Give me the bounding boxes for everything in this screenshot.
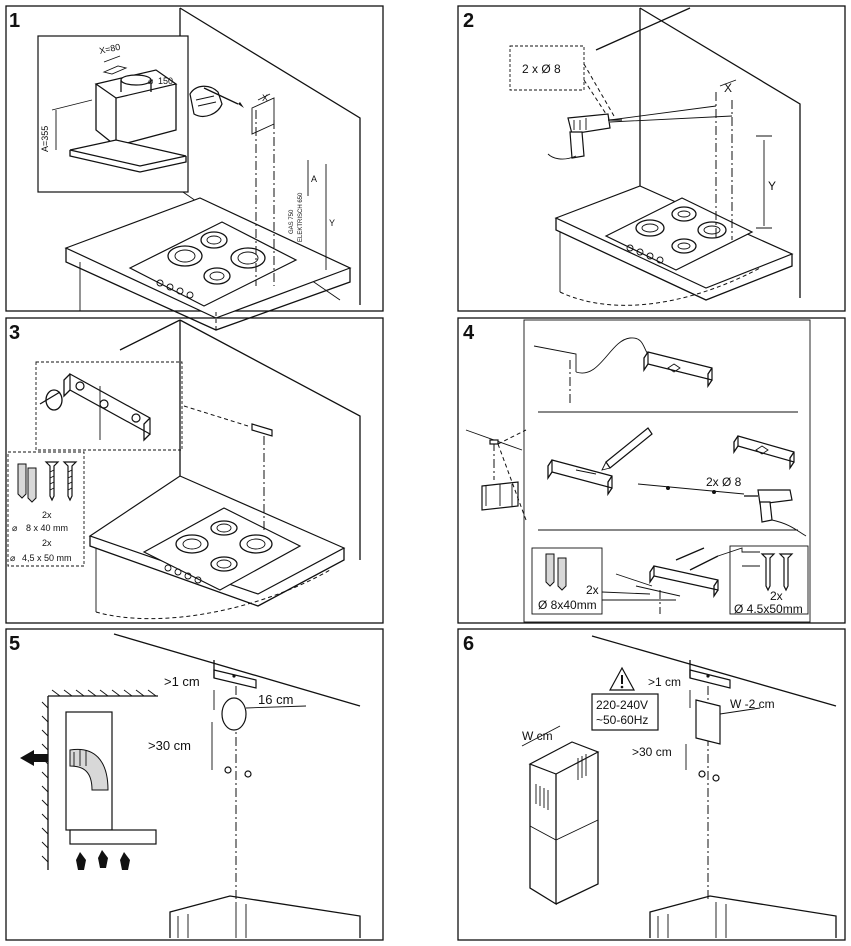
drill-icon [744, 489, 807, 537]
panel-5-lower-marks [211, 722, 252, 778]
panel-6-label-gap-top: >1 cm [648, 675, 681, 689]
panel-2-label-y: Y [768, 179, 776, 193]
panel-4-label-qty-left: 2x [586, 583, 599, 597]
panel-5-bracket [213, 660, 257, 710]
panel-5-label-gap-bottom: >30 cm [148, 738, 191, 753]
diameter-icon: ⌀ [148, 76, 154, 86]
panel-4-frame [457, 317, 846, 624]
panel-1-number: 1 [9, 10, 20, 32]
panel-6-voltage-box [591, 693, 659, 731]
panel-2-dimensions: X Y [609, 79, 776, 240]
panel-5-hood-section [20, 689, 158, 870]
panel-4-label-holes: 2x Ø 8 [706, 475, 742, 489]
panel-3-label-qty1: 2x [42, 510, 52, 520]
panel-6-bracket [689, 660, 731, 708]
panel-6-label-gap-bottom: >30 cm [632, 745, 672, 759]
panel-3-hardware-box: 2x ⌀ 8 x 40 mm 2x ⌀ 4,5 x 50 mm [7, 451, 85, 567]
panel-2: 2 [457, 5, 846, 312]
drill-icon [547, 113, 622, 160]
panel-4: 4 [457, 317, 846, 624]
panel-1-label-a: A [311, 174, 317, 184]
panel-4-steps-box [523, 319, 811, 623]
panel-2-label-x: X [724, 81, 732, 95]
panel-6-number: 6 [463, 633, 474, 655]
panel-5-label-gap-top: >1 cm [164, 674, 200, 689]
panel-2-room [595, 7, 801, 298]
panel-3-label-size2: 4,5 x 50 mm [22, 553, 72, 563]
panel-5-number: 5 [9, 633, 20, 655]
panel-4-step-c: 2x Ø 8x40mm 2x Ø 4.5x50mm [531, 545, 809, 616]
panel-4-label-plug: Ø 8x40mm [538, 598, 597, 612]
panel-1-label-gas: GAS 750 [289, 209, 295, 234]
panel-6-chimney-plate [695, 699, 761, 745]
panel-6-label-frequency: ~50-60Hz [596, 713, 648, 727]
panel-3: 3 [5, 317, 384, 624]
panel-3-frame [5, 317, 384, 624]
panel-1-dimensions: X A Y GAS 750 ELEKTRISCH 650 [251, 93, 335, 286]
diameter-icon: ⌀ [10, 553, 16, 563]
panel-5-label-diameter: 16 cm [258, 692, 293, 707]
panel-6-label-width-minus: W -2 cm [730, 697, 775, 711]
panel-6-lower-marks [685, 744, 720, 782]
panel-1-hob [128, 221, 298, 307]
panel-4-step-b: 2x Ø 8 [547, 427, 807, 537]
panel-1-label-a355: A=355 [40, 126, 50, 152]
panel-5-frame [5, 628, 384, 941]
panel-2-frame [457, 5, 846, 312]
panel-1-frame [5, 5, 384, 312]
pencil-icon [601, 427, 653, 471]
panel-3-number: 3 [9, 322, 20, 344]
panel-3-hob [142, 507, 302, 591]
panel-1-label-y: Y [329, 218, 335, 228]
panel-1-label-diameter: 150 [158, 76, 173, 86]
panel-5-cabinet [169, 895, 361, 938]
panel-2-hole-callout: 2 x Ø 8 [509, 45, 615, 121]
panel-4-label-qty-right: 2x [770, 589, 783, 603]
diameter-icon: ⌀ [12, 523, 18, 533]
panel-2-number: 2 [463, 10, 474, 32]
panel-1-label-x80: X=80 [98, 42, 121, 56]
panel-4-label-screw: Ø 4.5x50mm [734, 602, 803, 616]
bracket-icon [547, 459, 613, 497]
panel-4-step-a [533, 337, 713, 404]
screw-icon [760, 553, 794, 592]
panel-3-label-size1: 8 x 40 mm [26, 523, 68, 533]
panel-2-label-holes: 2 x Ø 8 [522, 62, 561, 76]
panel-1-hood-inset: X=80 ⌀ 150 A=355 [37, 35, 189, 193]
panel-1-label-electric: ELEKTRISCH 650 [298, 192, 304, 242]
panel-5: 5 >1 cm 16 cm >30 cm [5, 628, 384, 941]
wall-plug-icon [17, 463, 37, 503]
bracket-icon [643, 351, 713, 389]
panel-3-bracket-inset [35, 361, 183, 451]
screw-icon [44, 461, 78, 502]
panel-6-label-voltage: 220-240V [596, 698, 648, 712]
panel-4-number: 4 [463, 322, 475, 344]
panel-3-bracket-on-wall [183, 405, 273, 530]
bracket-icon [733, 435, 795, 471]
panel-5-duct-circle [221, 697, 307, 731]
panel-1: 1 [5, 5, 384, 331]
panel-3-label-qty2: 2x [42, 538, 52, 548]
panel-6-frame [457, 628, 846, 941]
panel-6-label-width: W cm [522, 729, 553, 743]
panel-6: 6 >1 cm 220-240V ~50-60Hz W -2 cm >30 cm [457, 628, 846, 941]
panel-6-cabinet [649, 895, 837, 938]
warning-icon [608, 666, 636, 691]
wall-plug-icon [545, 553, 567, 591]
pencil-hand-icon [189, 85, 244, 117]
panel-6-chimney [521, 725, 600, 906]
bracket-icon [649, 565, 719, 599]
panel-1-label-x: X [262, 93, 268, 103]
panel-4-overview [465, 429, 527, 521]
